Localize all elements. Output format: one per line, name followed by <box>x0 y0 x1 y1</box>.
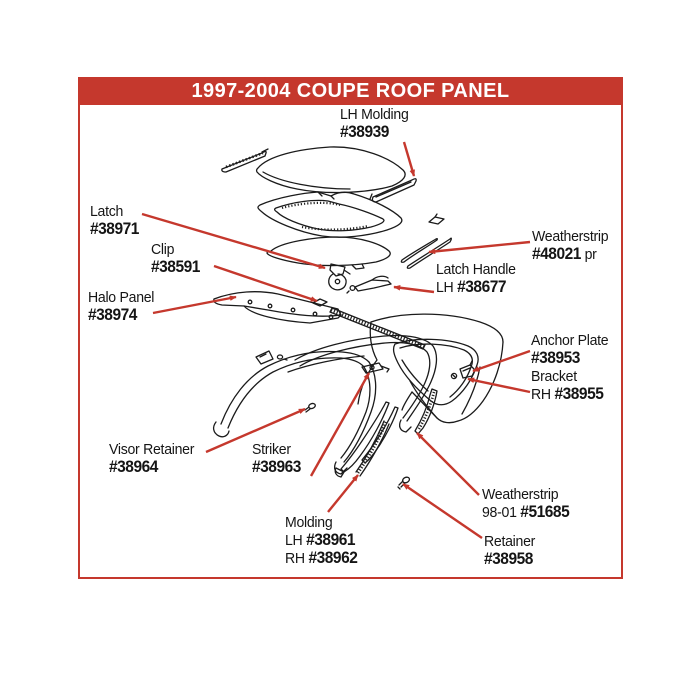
weatherstrip-51685-drawing <box>414 388 438 435</box>
part-number-row: RH #38955 <box>531 385 604 403</box>
leader-clip <box>213 264 318 303</box>
latch-drawing <box>328 263 351 291</box>
leader-latch <box>141 212 326 270</box>
label-clip: Clip #38591 <box>151 241 200 276</box>
label-retainer: Retainer #38958 <box>484 533 536 568</box>
label-visor-retainer: Visor Retainer #38964 <box>109 441 195 476</box>
part-number: #38955 <box>554 385 604 403</box>
part-number: #51685 <box>520 503 570 521</box>
lh-molding-strip-drawing <box>369 178 417 203</box>
visor-retainer-screw-drawing <box>304 402 316 413</box>
mid-weatherstrip-drawing <box>329 307 426 350</box>
diagram-border <box>78 77 623 579</box>
part-number: #38958 <box>484 550 533 568</box>
leader-retainer <box>402 483 483 539</box>
part-number-row: LH #38961 <box>285 531 356 549</box>
leader-halo-panel <box>152 295 237 315</box>
part-number-row: 98-01 #51685 <box>482 503 570 521</box>
weatherstrip-48021-drawing <box>400 237 452 269</box>
label-weatherstrip-48021: Weatherstrip #48021 pr <box>532 228 609 263</box>
part-number: #38677 <box>457 278 507 296</box>
label-striker: Striker #38963 <box>252 441 301 476</box>
latch-handle-drawing <box>346 275 392 294</box>
leader-lh-molding <box>402 141 416 177</box>
anchor-plate-bracket-drawing <box>450 360 476 380</box>
leader-lines <box>141 141 531 539</box>
part-number: #38953 <box>531 349 580 367</box>
label-anchor-plate: Anchor Plate #38953 <box>531 332 609 367</box>
leader-molding <box>327 474 359 513</box>
part-number: #38964 <box>109 458 158 476</box>
part-number-row: #38953 <box>531 350 608 367</box>
part-number-row: RH #38962 <box>285 548 358 567</box>
leader-visor-retainer <box>205 407 306 454</box>
leader-weatherstrip-48021 <box>428 240 531 255</box>
part-number-row: #38971 <box>90 221 139 238</box>
part-number: #38974 <box>88 306 137 324</box>
roof-panel-drawing <box>255 146 406 194</box>
leader-latch-handle <box>393 284 435 294</box>
part-number-row: #48021 pr <box>532 245 597 263</box>
part-number: #48021 <box>532 245 581 263</box>
label-bracket: Bracket RH #38955 <box>531 368 604 403</box>
part-number-row: #38939 <box>340 124 409 141</box>
part-number-row: #38964 <box>109 459 194 476</box>
leader-striker <box>309 372 371 477</box>
label-molding: Molding LH #38961 RH #38962 <box>285 514 358 567</box>
label-lh-molding: LH Molding #38939 <box>340 106 409 141</box>
headliner-panel-drawing <box>266 236 391 270</box>
part-number: #38961 <box>306 531 356 549</box>
leader-weatherstrip-51685 <box>416 432 480 496</box>
inner-roof-frame-drawing <box>257 191 403 238</box>
page-title: 1997-2004 COUPE ROOF PANEL <box>191 79 510 102</box>
part-number: #38962 <box>308 548 358 567</box>
halo-panel-drawing <box>213 291 342 324</box>
part-number: #38971 <box>90 220 139 238</box>
part-number: #38939 <box>340 123 389 141</box>
leader-bracket <box>467 377 531 394</box>
rear-body-section-drawing <box>357 313 504 424</box>
part-number-row: #38591 <box>151 259 200 276</box>
part-number-row: #38963 <box>252 459 301 476</box>
pillar-molding-strips-drawing <box>334 401 399 478</box>
front-left-molding-drawing <box>221 148 269 173</box>
left-bracket-drawing <box>255 350 288 365</box>
part-number-row: #38974 <box>88 307 154 324</box>
label-latch: Latch #38971 <box>90 203 139 238</box>
part-number: #38591 <box>151 258 200 276</box>
label-latch-handle: Latch Handle LH #38677 <box>436 261 516 296</box>
part-number: #38963 <box>252 458 301 476</box>
part-number-row: LH #38677 <box>436 278 507 296</box>
clip-top-right-drawing <box>428 213 445 225</box>
part-number-row: #38958 <box>484 551 535 568</box>
label-halo-panel: Halo Panel #38974 <box>88 289 155 324</box>
leader-anchor-plate <box>472 349 531 373</box>
label-weatherstrip-51685: Weatherstrip 98-01 #51685 <box>482 486 570 521</box>
title-banner: 1997-2004 COUPE ROOF PANEL <box>78 77 623 105</box>
